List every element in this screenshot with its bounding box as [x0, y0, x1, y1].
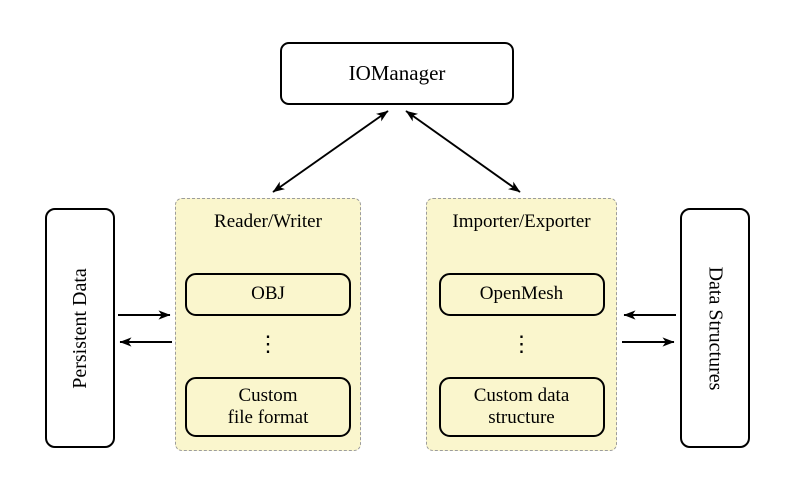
persistent-data-box: Persistent Data — [45, 208, 115, 448]
openmesh-box: OpenMesh — [438, 273, 605, 316]
obj-box: OBJ — [185, 273, 351, 316]
data-structures-box: Data Structures — [680, 208, 750, 448]
custom-data-structure-box: Custom data structure — [438, 377, 605, 437]
iomanager-box: IOManager — [280, 42, 514, 105]
reader-writer-ellipsis: ⋮ — [257, 331, 279, 356]
arrow-iomanager-readerwriter — [272, 110, 389, 193]
importer-exporter-ellipsis: ⋮ — [510, 331, 533, 356]
importer-exporter-title: Importer/Exporter — [452, 211, 591, 232]
obj-label: OBJ — [251, 283, 285, 305]
arrow-iomanager-importerexporter — [405, 110, 521, 193]
custom-data-structure-label: Custom data structure — [473, 384, 570, 428]
custom-file-format-box: Custom file format — [185, 377, 351, 437]
iomanager-label: IOManager — [348, 61, 446, 85]
reader-writer-group: Reader/Writer OBJ ⋮ Custom file format — [175, 198, 361, 451]
data-structures-label: Data Structures — [704, 266, 727, 390]
persistent-data-label: Persistent Data — [68, 267, 91, 389]
custom-file-format-label: Custom file format — [227, 384, 309, 428]
reader-writer-title: Reader/Writer — [214, 211, 322, 232]
importer-exporter-group: Importer/Exporter OpenMesh ⋮ Custom data… — [426, 198, 617, 451]
openmesh-label: OpenMesh — [479, 283, 564, 305]
